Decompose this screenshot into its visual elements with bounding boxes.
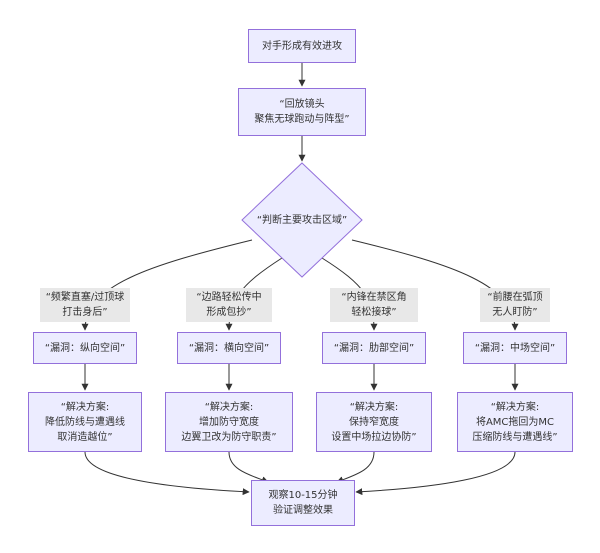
node-gap-midfield: “漏洞：中场空间”: [463, 332, 567, 364]
node-fix-3: “解决方案: 保持窄宽度 设置中场拉边协防”: [316, 392, 432, 452]
node-gap-halfspace: “漏洞：肋部空间”: [322, 332, 426, 364]
node-replay: “回放镜头 聚焦无球跑动与阵型”: [238, 88, 366, 136]
node-fix-4: “解决方案: 将AMC拖回为MC 压缩防线与遭遇线”: [457, 392, 573, 452]
edge-fix4-end: [355, 451, 516, 496]
node-start-text: 对手形成有效进攻: [262, 40, 342, 52]
edge-label-1: “频繁直塞/过顶球 打击身后”: [40, 288, 130, 322]
edge-label-3: “内锋在禁区角 轻松接球”: [330, 288, 418, 322]
node-start: 对手形成有效进攻: [248, 29, 356, 63]
node-gap-vertical: “漏洞：纵向空间”: [33, 332, 137, 364]
edge-label-2: “边路轻松传中 形成包抄”: [186, 288, 272, 322]
edge-label-4: “前腰在弧顶 无人盯防”: [480, 288, 550, 322]
node-fix-1: “解决方案: 降低防线与遭遇线 取消造越位”: [28, 392, 142, 452]
edge-fix2-end: [228, 451, 269, 483]
node-decide-label: “判断主要攻击区域”: [256, 214, 348, 226]
edge-fix3-end: [336, 451, 375, 483]
node-fix-2: “解决方案: 增加防守宽度 边翼卫改为防守职责”: [165, 392, 293, 452]
node-gap-horizontal: “漏洞：横向空间”: [177, 332, 281, 364]
edge-fix1-end: [84, 451, 250, 496]
node-end: 观察10-15分钟 验证调整效果: [251, 480, 355, 526]
decision-diamond: [241, 162, 363, 278]
node-replay-text: “回放镜头 聚焦无球跑动与阵型”: [254, 99, 350, 125]
